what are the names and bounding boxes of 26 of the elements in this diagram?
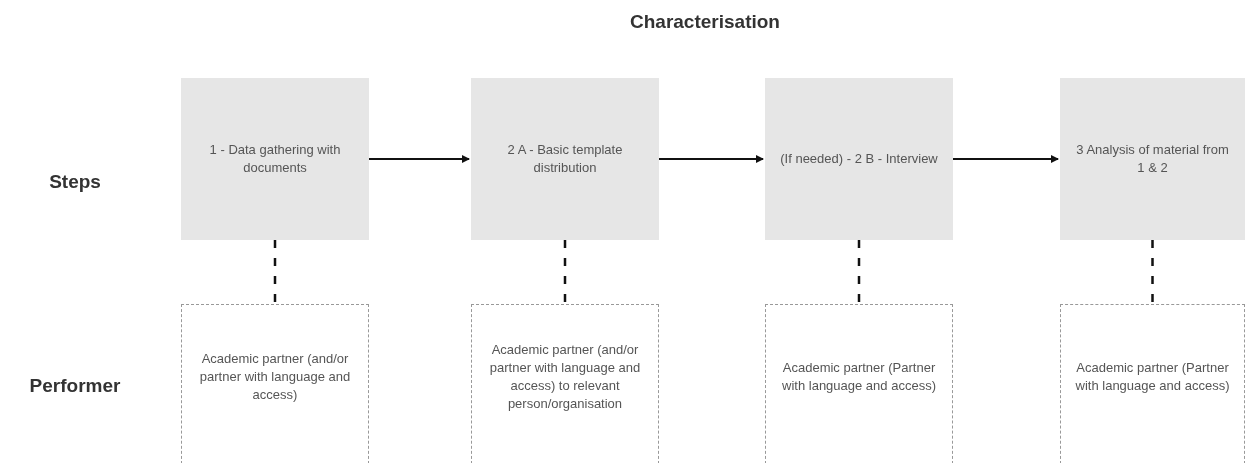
- row-label: Steps: [48, 170, 102, 194]
- step-box: [765, 78, 953, 240]
- performer-box: [765, 304, 953, 463]
- dashed-connector: [563, 240, 567, 304]
- step-box: [181, 78, 369, 240]
- performer-box: [1060, 304, 1245, 463]
- diagram-title: Characterisation: [629, 10, 781, 34]
- step-box: [1060, 78, 1245, 240]
- box-text: 1 - Data gathering with documents: [208, 141, 342, 177]
- arrow: [658, 155, 764, 163]
- arrow: [952, 155, 1059, 163]
- dashed-connector: [857, 240, 861, 304]
- dashed-connector: [273, 240, 277, 304]
- performer-box: [181, 304, 369, 463]
- box-text: 3 Analysis of material from 1 & 2: [1075, 141, 1230, 177]
- arrow: [368, 155, 470, 163]
- box-text: (If needed) - 2 B - Interview: [780, 150, 938, 168]
- row-label: Performer: [28, 374, 122, 398]
- box-text: Academic partner (Partner with language and access): [1074, 358, 1231, 395]
- step-box: [471, 78, 659, 240]
- box-text: Academic partner (and/or partner with language and access): [198, 349, 352, 404]
- dashed-connector: [1151, 240, 1154, 304]
- performer-box: [471, 304, 659, 463]
- box-text: 2 A - Basic template distribution: [506, 141, 624, 177]
- box-text: Academic partner (Partner with language and access): [781, 358, 937, 395]
- box-text: Academic partner (and/or partner with language and access) to relevant person/organisation: [488, 340, 642, 413]
